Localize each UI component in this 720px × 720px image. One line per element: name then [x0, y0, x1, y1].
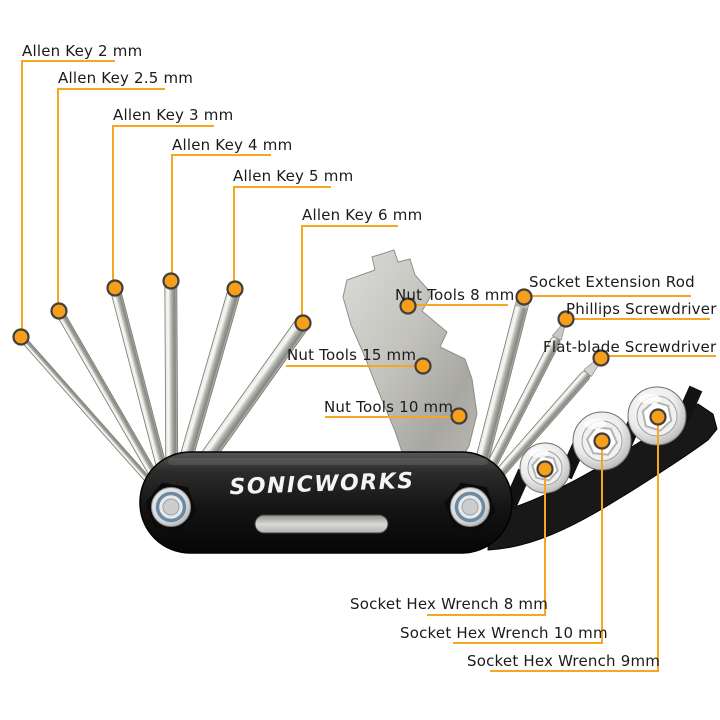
marker-dot-flat-blade-screwdriver: [592, 349, 610, 367]
leader-socket-hex-wrench-10mm: [453, 441, 603, 644]
marker-dot-nut-tools-15mm: [414, 357, 432, 375]
leader-allen-key-2mm: [21, 60, 115, 330]
leader-socket-hex-wrench-8mm: [427, 469, 546, 616]
left-pivot-bolt: [145, 482, 197, 532]
leader-allen-key-3mm: [112, 125, 214, 281]
label-allen-key-2-5mm: Allen Key 2.5 mm: [58, 69, 194, 87]
right-pivot-bolt: [444, 482, 496, 532]
label-nut-tools-8mm: Nut Tools 8 mm: [395, 286, 515, 304]
marker-dot-socket-hex-wrench-8mm: [536, 460, 554, 478]
label-allen-key-4mm: Allen Key 4 mm: [172, 136, 293, 154]
marker-dot-allen-key-6mm: [294, 314, 312, 332]
multitool-body: SONICWORKS: [139, 451, 513, 554]
marker-dot-socket-extension-rod: [515, 288, 533, 306]
label-allen-key-2mm: Allen Key 2 mm: [22, 42, 143, 60]
leader-lines: [21, 60, 716, 672]
body-slot: [254, 514, 389, 534]
marker-dot-nut-tools-8mm: [399, 297, 417, 315]
marker-dots: [12, 272, 667, 478]
label-socket-hex-wrench-10mm: Socket Hex Wrench 10 mm: [400, 624, 608, 642]
right-tools-fan: [473, 290, 603, 480]
leader-allen-key-2-5mm: [57, 88, 165, 304]
leader-socket-hex-wrench-9mm: [490, 417, 659, 672]
label-flat-blade-screwdriver: Flat-blade Screwdriver: [543, 338, 717, 356]
label-socket-hex-wrench-9mm: Socket Hex Wrench 9mm: [467, 652, 661, 670]
marker-dot-phillips-screwdriver: [557, 310, 575, 328]
label-socket-hex-wrench-8mm: Socket Hex Wrench 8 mm: [350, 595, 549, 613]
leader-allen-key-4mm: [171, 154, 271, 274]
marker-dot-allen-key-4mm: [162, 272, 180, 290]
marker-dot-allen-key-5mm: [226, 280, 244, 298]
label-socket-extension-rod: Socket Extension Rod: [529, 273, 695, 291]
leader-allen-key-5mm: [233, 186, 331, 282]
allen-key-4mm-shaft: [164, 278, 179, 484]
marker-dot-nut-tools-10mm: [450, 407, 468, 425]
marker-dot-allen-key-2-5mm: [50, 302, 68, 320]
label-allen-key-6mm: Allen Key 6 mm: [302, 206, 423, 224]
marker-dot-socket-hex-wrench-9mm: [649, 408, 667, 426]
label-phillips-screwdriver: Phillips Screwdriver: [566, 300, 717, 318]
label-allen-key-5mm: Allen Key 5 mm: [233, 167, 354, 185]
leader-allen-key-6mm: [301, 225, 398, 316]
marker-dot-allen-key-2mm: [12, 328, 30, 346]
marker-dot-socket-hex-wrench-10mm: [593, 432, 611, 450]
allen-keys-fan: [19, 278, 311, 492]
marker-dot-allen-key-3mm: [106, 279, 124, 297]
label-nut-tools-15mm: Nut Tools 15 mm: [287, 346, 417, 364]
label-allen-key-3mm: Allen Key 3 mm: [113, 106, 234, 124]
label-nut-tools-10mm: Nut Tools 10 mm: [324, 398, 454, 416]
